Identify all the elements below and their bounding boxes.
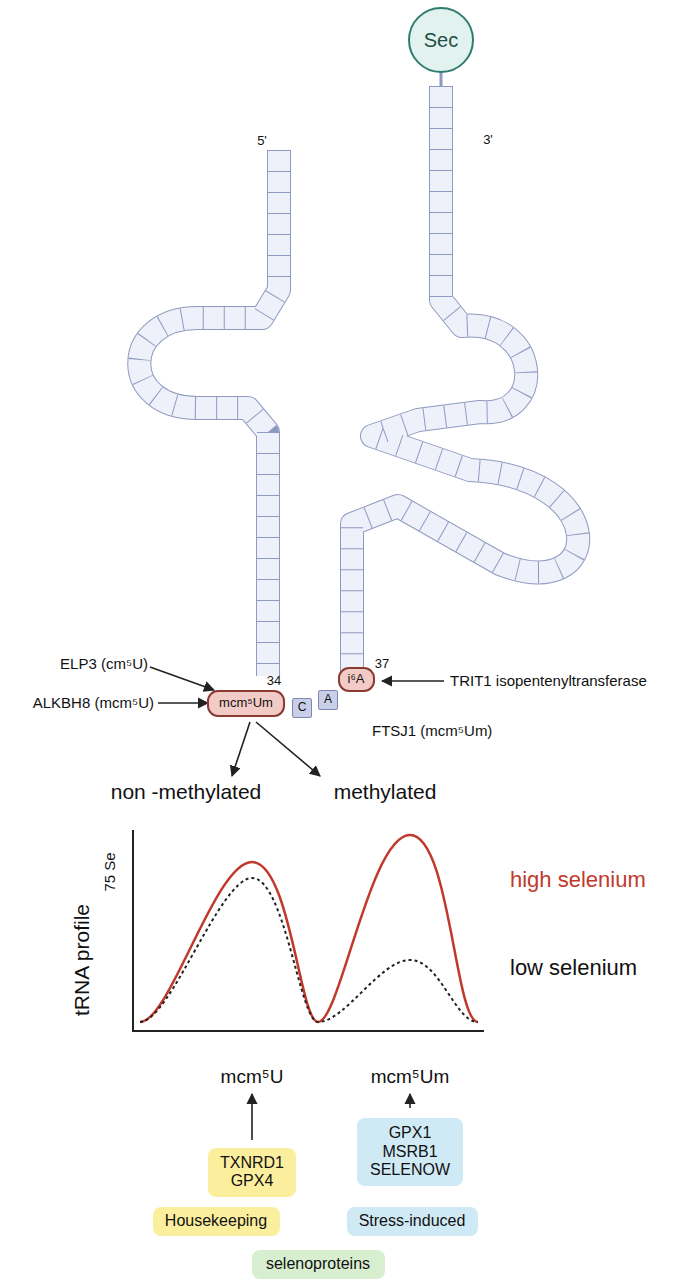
trna-strands <box>139 72 578 676</box>
category-box: Housekeeping <box>153 1207 280 1236</box>
category-box: Stress-induced <box>347 1207 478 1236</box>
node-text: Housekeeping <box>165 1212 267 1230</box>
text-label: low selenium <box>510 956 637 980</box>
anticodon-base: C <box>292 698 312 718</box>
text-label: ELP3 (cm⁵U) <box>60 656 148 673</box>
text-label: 37 <box>375 657 389 671</box>
text-label: mcm⁵U <box>221 1067 284 1088</box>
node-text: i⁶A <box>348 672 365 687</box>
node-text: Sec <box>424 29 458 52</box>
category-box: selenoproteins <box>252 1250 385 1279</box>
modification-pill: i⁶A <box>338 667 375 692</box>
text-label: non -methylated <box>111 780 262 803</box>
modification-pill: mcm⁵Um <box>207 690 285 717</box>
text-label: 3' <box>483 133 493 147</box>
node-text: C <box>298 701 307 715</box>
sec-circle: Sec <box>408 7 474 73</box>
text-label: mcm⁵Um <box>371 1067 450 1088</box>
node-text: mcm⁵Um <box>219 696 273 711</box>
text-label: high selenium <box>510 868 646 892</box>
text-label: FTSJ1 (mcm⁵Um) <box>372 723 492 740</box>
anticodon-base: A <box>318 690 338 710</box>
node-text: Stress-induced <box>359 1212 466 1230</box>
text-label: 34 <box>267 674 281 688</box>
selenoprotein-box: TXNRD1 GPX4 <box>208 1148 296 1197</box>
text-label: methylated <box>334 780 437 803</box>
axis-label: 75 Se <box>102 852 119 891</box>
node-text: selenoproteins <box>266 1255 370 1273</box>
node-text: GPX1 MSRB1 SELENOW <box>367 1124 453 1179</box>
axis-label: tRNA profile <box>70 904 93 1016</box>
chart <box>132 830 484 1032</box>
node-text: TXNRD1 GPX4 <box>216 1154 288 1191</box>
text-label: ALKBH8 (mcm⁵U) <box>33 695 154 712</box>
node-text: A <box>324 693 332 707</box>
text-label: TRIT1 isopentenyltransferase <box>450 673 647 690</box>
selenoprotein-box: GPX1 MSRB1 SELENOW <box>357 1118 463 1186</box>
text-label: 5' <box>257 134 267 148</box>
